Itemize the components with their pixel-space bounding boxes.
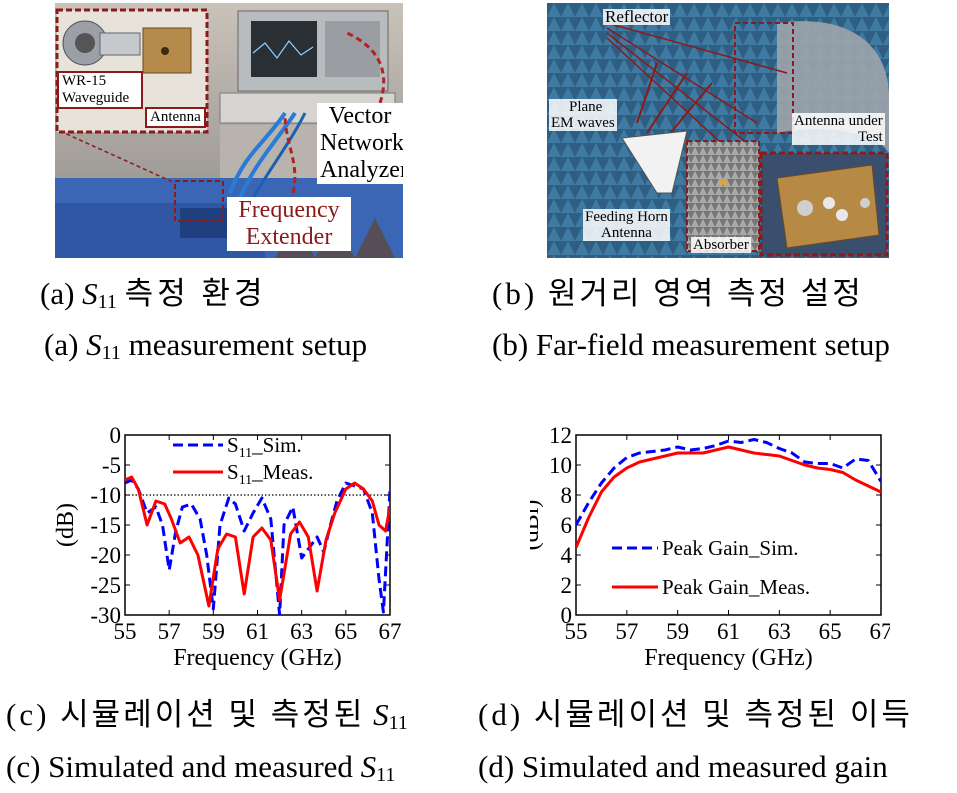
label-waveguide-line1: WR-15 (62, 73, 107, 89)
y-tick-label: 12 (549, 423, 572, 448)
y-tick-label: 10 (549, 453, 572, 478)
caption-a-ko-symbol: S (82, 276, 98, 311)
legend-label-symbol: S (227, 460, 239, 484)
x-tick-label: 55 (565, 619, 588, 644)
caption-a-ko-subscript: 11 (97, 291, 117, 313)
caption-b-korean: (b) 원거리 영역 측정 설정 (492, 276, 864, 311)
caption-a-en-subscript: 11 (101, 342, 121, 364)
x-tick-label: 61 (246, 619, 269, 644)
label-absorber: Absorber (691, 237, 751, 253)
label-antenna: Antenna (145, 107, 206, 128)
legend-label-suffix: _Meas. (251, 460, 313, 484)
series-line-measured (125, 475, 390, 608)
label-vna: Vector Network Analyzer (317, 103, 403, 184)
caption-a-en-text: measurement setup (128, 327, 368, 362)
chart-s11: 55 57 59 61 63 65 67 0 -5 -10 -15 -20 -25 -30Frequenc… (55, 423, 402, 671)
y-tick-label: 2 (561, 573, 573, 598)
x-tick-label: 59 (202, 619, 225, 644)
legend-label: S11_Meas. (227, 460, 313, 488)
label-aut-line2: Test (857, 129, 883, 145)
caption-a-english: (a) S11 measurement setup (44, 327, 367, 371)
x-tick-label: 65 (819, 619, 842, 644)
y-tick-label: -10 (90, 483, 121, 508)
label-horn-line1: Feeding Horn (585, 209, 668, 225)
y-tick-label: 0 (561, 603, 573, 628)
caption-c-korean: (c) 시뮬레이션 및 측정된 S11 (6, 697, 408, 741)
caption-b-english: (b) Far-field measurement setup (492, 327, 890, 362)
x-tick-label: 67 (870, 619, 891, 644)
y-tick-label: -25 (90, 573, 121, 598)
label-vna-line3: Analyzer (320, 157, 403, 183)
x-tick-label: 59 (666, 619, 689, 644)
label-horn-line2: Antenna (601, 225, 652, 241)
label-feeding-horn: Feeding Horn Antenna (583, 209, 670, 241)
x-tick-label: 63 (290, 619, 313, 644)
y-tick-label: 4 (561, 543, 573, 568)
legend-label: Peak Gain_Sim. (662, 536, 799, 560)
legend-label-symbol: S (227, 433, 239, 457)
caption-a-en-prefix: (a) (44, 327, 79, 362)
label-waveguide-line2: Waveguide (62, 90, 130, 106)
label-extender-line1: Frequency (238, 197, 340, 223)
x-tick-label: 55 (114, 619, 137, 644)
y-tick-label: -30 (90, 603, 121, 628)
label-frequency-extender: Frequency Extender (227, 197, 351, 251)
legend-label-suffix: _Sim. (251, 433, 302, 457)
y-tick-label: 6 (561, 513, 573, 538)
caption-c-english: (c) Simulated and measured S11 (6, 749, 395, 793)
x-axis-label: Frequency (GHz) (644, 645, 813, 671)
label-plane-line2: EM waves (551, 115, 615, 131)
legend-label-subscript: 11 (239, 473, 252, 488)
caption-a-ko-prefix: (a) (40, 276, 75, 311)
label-plane-line1: Plane (569, 99, 603, 115)
plot-frame (124, 434, 391, 616)
caption-c-ko-subscript: 11 (388, 712, 408, 734)
photo-far-field-setup: Reflector Plane EM waves Antenna under T… (547, 3, 889, 258)
caption-d-english: (d) Simulated and measured gain (478, 749, 888, 784)
label-antenna-under-test: Antenna under Test (792, 113, 885, 145)
label-extender-line2: Extender (245, 224, 333, 250)
x-axis-label: Frequency (GHz) (173, 645, 342, 671)
caption-c-en-text: (c) Simulated and measured (6, 749, 353, 784)
caption-c-en-subscript: 11 (376, 764, 396, 786)
label-vna-line2: Network (320, 130, 403, 156)
photo-s11-setup: WR-15 Waveguide Antenna Vector Network A… (55, 3, 403, 258)
x-tick-label: 67 (379, 619, 402, 644)
label-waveguide: WR-15 Waveguide (57, 71, 143, 109)
y-tick-label: -20 (90, 543, 121, 568)
series-line-measured (576, 445, 881, 549)
legend-label: Peak Gain_Meas. (662, 575, 810, 599)
label-reflector: Reflector (603, 7, 671, 26)
x-tick-label: 57 (158, 619, 181, 644)
caption-c-en-symbol: S (360, 749, 377, 784)
legend-label-subscript: 11 (239, 446, 252, 461)
y-axis-label: (dB) (55, 503, 79, 547)
label-aut-line1: Antenna under (794, 113, 883, 129)
caption-c-ko-text: (c) 시뮬레이션 및 측정된 (6, 697, 366, 732)
caption-d-korean: (d) 시뮬레이션 및 측정된 이득 (478, 697, 913, 732)
caption-a-en-symbol: S (86, 327, 102, 362)
y-tick-label: 8 (561, 483, 573, 508)
y-tick-label: 0 (110, 423, 122, 448)
y-tick-label: -5 (102, 453, 121, 478)
series-line-simulated (125, 478, 390, 615)
x-tick-label: 61 (717, 619, 740, 644)
x-tick-label: 63 (768, 619, 791, 644)
caption-a-korean: (a) S11 측정 환경 (40, 276, 267, 320)
y-axis-label: (dBi) (530, 500, 544, 551)
label-plane-waves: Plane EM waves (549, 99, 617, 131)
plot-frame (575, 434, 882, 616)
x-tick-label: 65 (334, 619, 357, 644)
label-vna-line1: Vector (328, 103, 392, 129)
series-line-simulated (576, 438, 881, 526)
legend-label: S11_Sim. (227, 433, 302, 461)
caption-a-ko-text: 측정 환경 (124, 276, 267, 311)
x-tick-label: 57 (615, 619, 638, 644)
caption-c-ko-symbol: S (373, 697, 389, 732)
y-tick-label: -15 (90, 513, 121, 538)
